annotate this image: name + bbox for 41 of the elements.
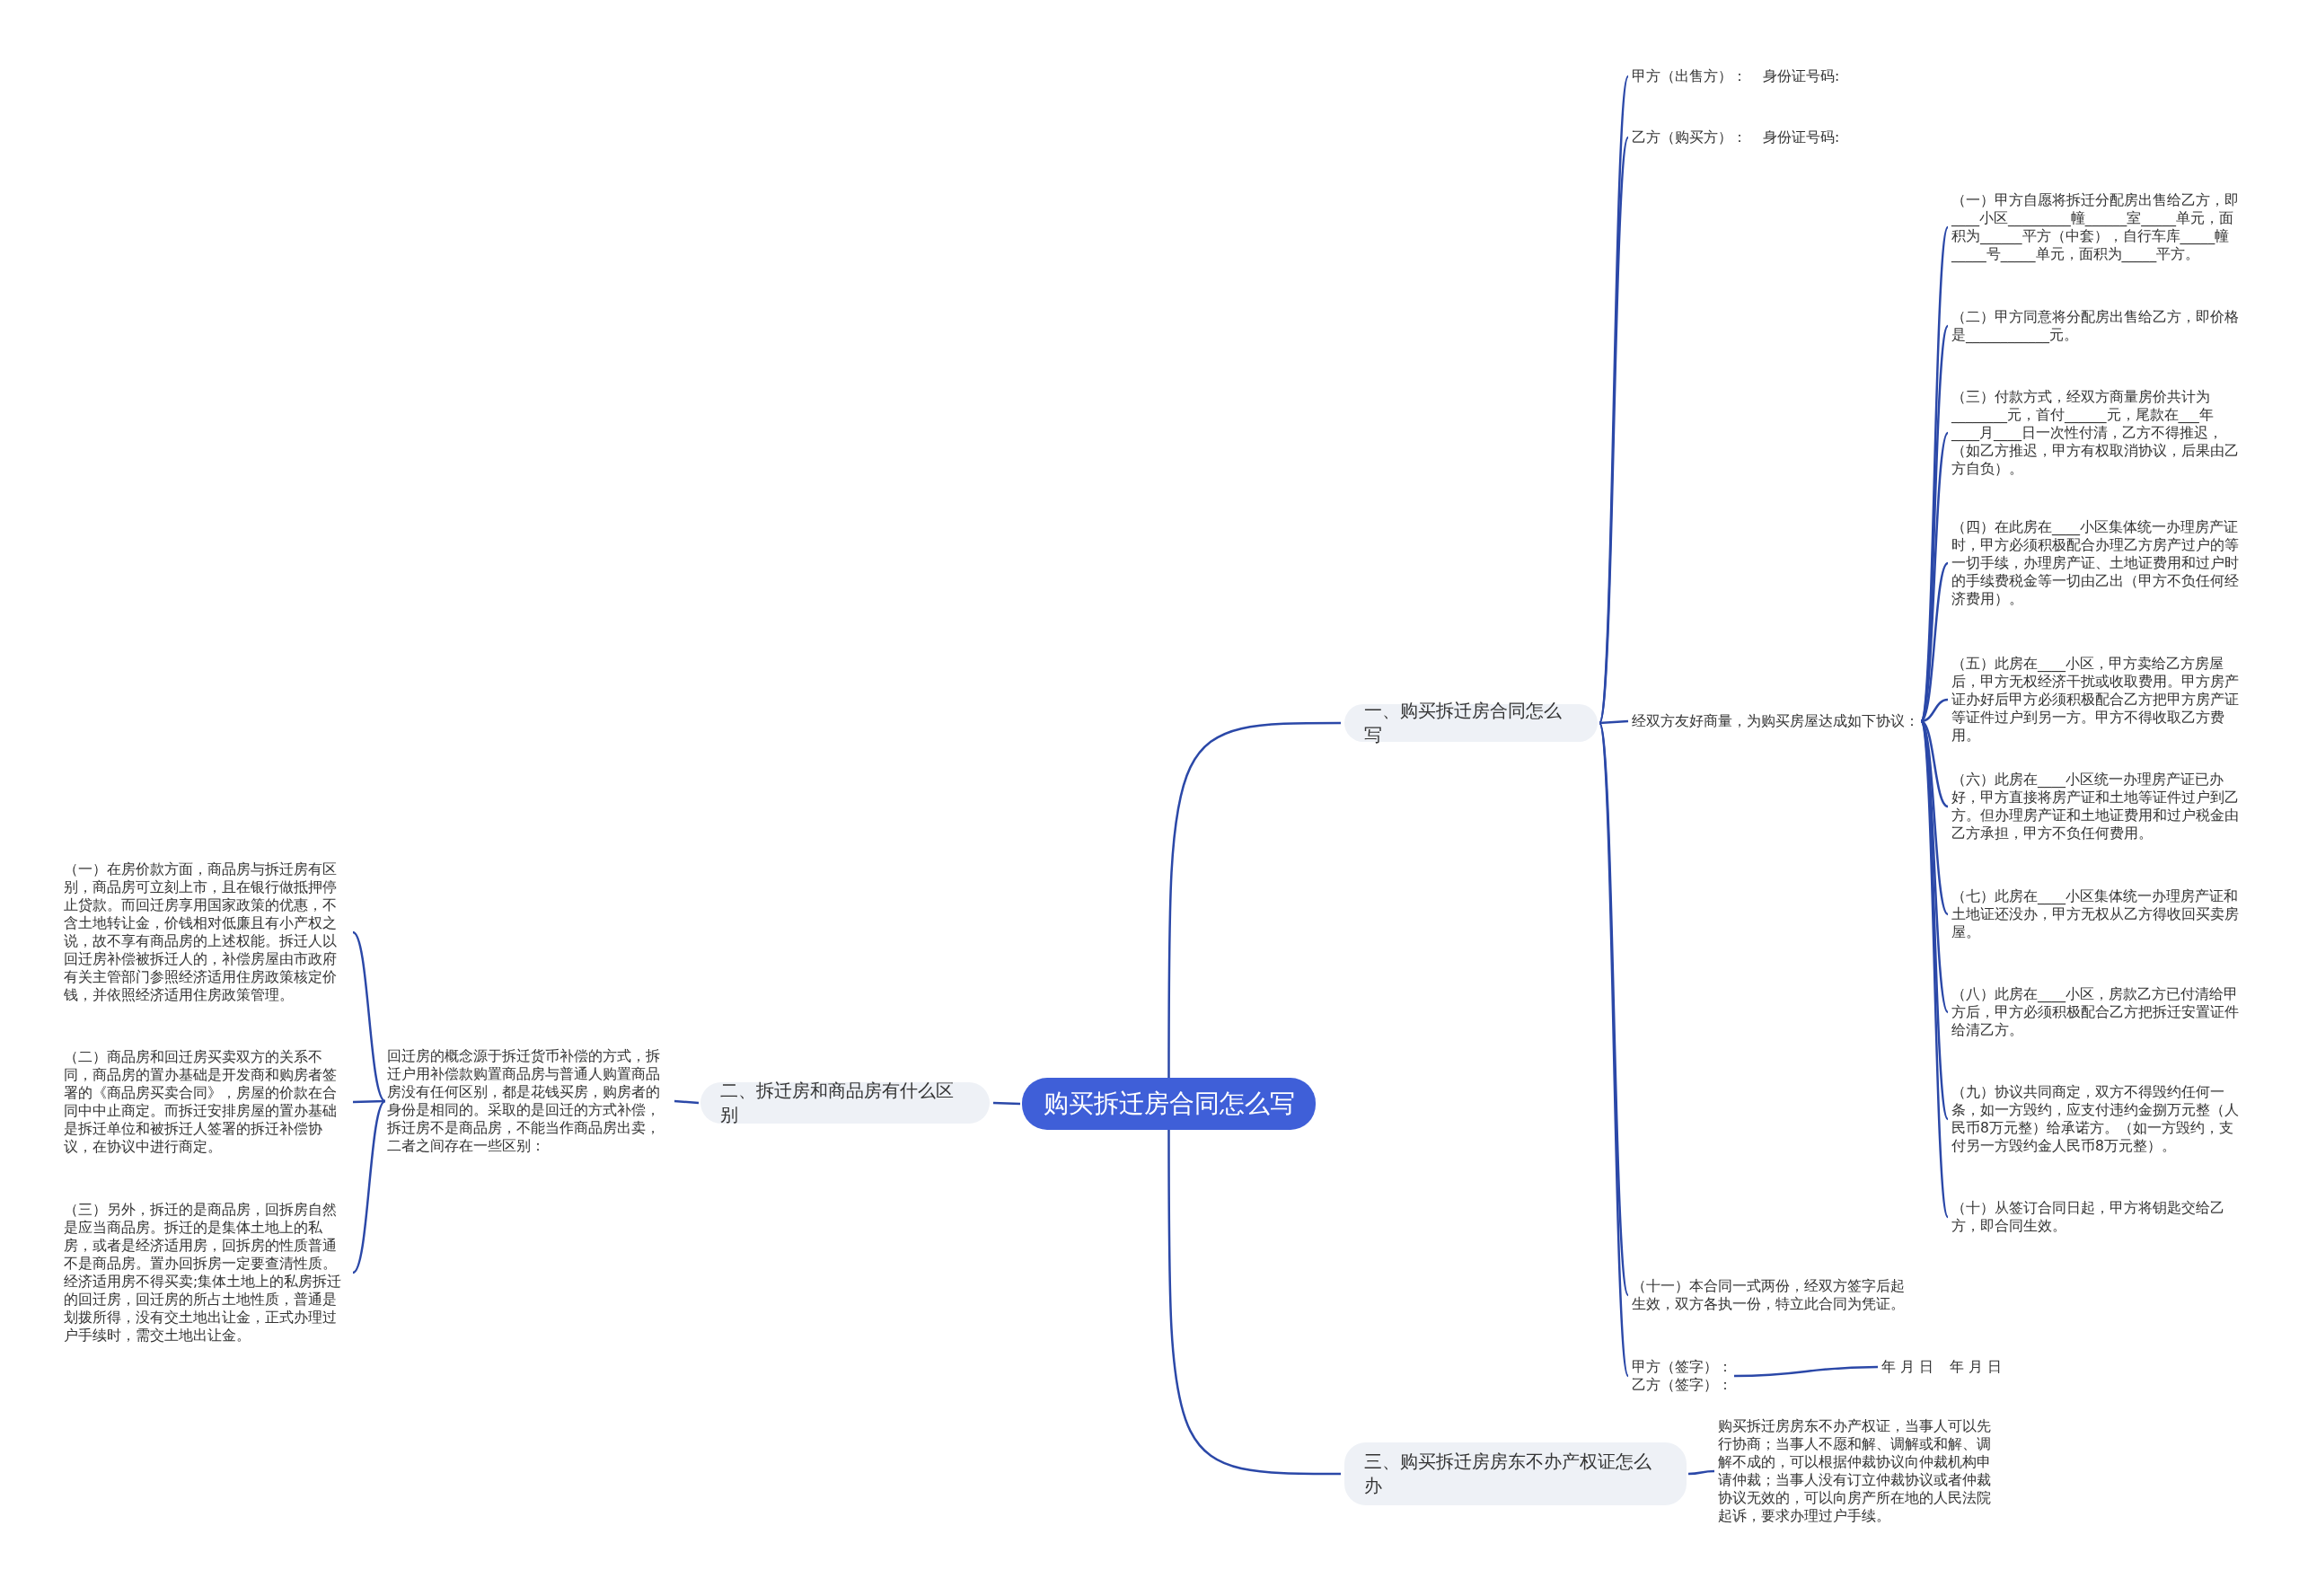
- connector-line: [1167, 721, 1341, 1078]
- connector-line: [1919, 720, 1950, 1218]
- topic-text: 经双方友好商量，为购买房屋达成如下协议：: [1632, 712, 1919, 730]
- connector-line: [674, 1099, 700, 1105]
- topic-text: 身份证号码:: [1763, 68, 1840, 84]
- connector-line: [1920, 698, 1949, 723]
- central-topic: 购买拆迁房合同怎么写: [1022, 1078, 1316, 1130]
- topic-text: （四）在此房在____小区集体统一办理房产证时，甲方必须积极配合办理乙方房产过户的等一切手续，办理房产证、土地证费用和过户时的手续费税金等一切由乙出（甲方不负任何经济费用）。: [1951, 518, 2241, 608]
- topic-text: （一）甲方自愿将拆迁分配房出售给乙方，即____小区_________幢______室_____单元，面积为______平方（中套），自行车库_____幢_____号_____单元，面积为_____平方。: [1951, 191, 2241, 263]
- branch-topic: 二、拆迁房和商品房有什么区别: [700, 1082, 990, 1124]
- connector-line: [352, 1099, 386, 1104]
- connector-line: [1687, 1469, 1715, 1476]
- topic-text: （六）此房在____小区统一办理房产证已办好，甲方直接将房产证和土地等证件过户到乙方。但办理房产证和土地证费用和过户税金由乙方承担，甲方不负任何费用。: [1951, 771, 2241, 842]
- topic-text: （七）此房在____小区集体统一办理房产证和土地证还没办，甲方无权从乙方得收回买卖房屋。: [1951, 887, 2241, 941]
- topic-text: （五）此房在____小区，甲方卖给乙方房屋后，甲方无权经济干扰或收取费用。甲方房产证办好后甲方必须积极配合乙方把甲方房产证等证件过户到另一方。甲方不得收取乙方费用。: [1951, 655, 2241, 745]
- topic-text: 甲方（签字）：: [1632, 1359, 1732, 1375]
- topic-text: 回迁房的概念源于拆迁货币补偿的方式，拆迁户用补偿款购置商品房与普通人购置商品房没有任何区别，都是花钱买房，购房者的身份是相同的。采取的是回迁的方式补偿，拆迁房不是商品房，不能当作商品房出卖，二者之间存在一些区别：: [387, 1047, 671, 1155]
- topic-text: 乙方（购买方）：: [1632, 129, 1747, 145]
- topic-text: 年 月 日: [1949, 1359, 2002, 1375]
- topic-text: （一）在房价款方面，商品房与拆迁房有区别，商品房可立刻上市，且在银行做抵押停止贷款。而回迁房享用国家政策的优惠，不含土地转让金，价钱相对低廉且有小产权之说，故不享有商品房的上述权能。拆迁人以回迁房补偿被拆迁人的，补偿房屋由市政府有关主管部门参照经济适用住房政策核定价钱，并依照经济适用住房政策管理。: [64, 860, 349, 1004]
- topic-text: （三）付款方式，经双方商量房价共计为________元，首付______元，尾款在___年____月____日一次性付清，乙方不得推迟，（如乙方推迟，甲方有权取消协议，后果由乙方自负）。: [1951, 388, 2241, 478]
- connector-line: [1920, 562, 1949, 722]
- topic-text: （二）甲方同意将分配房出售给乙方，即价格是____________元。: [1951, 308, 2241, 344]
- connector-line: [1599, 719, 1629, 725]
- topic-text: 年 月 日: [1881, 1359, 1933, 1375]
- connector-line: [1734, 1365, 1878, 1378]
- branch-topic: 三、购买拆迁房房东不办产权证怎么办: [1344, 1442, 1687, 1505]
- connector-line: [992, 1101, 1021, 1106]
- topic-text: 乙方（签字）：: [1632, 1377, 1732, 1393]
- topic-text: 身份证号码:: [1763, 129, 1840, 145]
- topic-text: （三）另外，拆迁的是商品房，回拆房自然是应当商品房。拆迁的是集体土地上的私房，或者是经济适用房，回拆房的性质普通不是商品房。置办回拆房一定要查清性质。经济适用房不得买卖;集体土地上的私房拆迁的回迁房，回迁房的所占土地性质，普通是划拨所得，没有交土地出让金，正式办理过户手续时，需交土地出让金。: [64, 1201, 349, 1345]
- topic-text: （八）此房在____小区，房款乙方已付清给甲方后，甲方必须积极配合乙方把拆迁安置证件给清乙方。: [1951, 985, 2241, 1039]
- topic-text: （二）商品房和回迁房买卖双方的关系不同，商品房的置办基础是开发商和购房者签署的《商品房买卖合同》，房屋的价款在合同中中止商定。而拆迁安排房屋的置办基础是拆迁单位和被拆迁人签署的拆迁补偿协议，在协议中进行商定。: [64, 1048, 349, 1156]
- topic-text: （九）协议共同商定，双方不得毁约任何一条，如一方毁约，应支付违约金捌万元整（人民币8万元整）给承诺方。（如一方毁约，支付另一方毁约金人民币8万元整）。: [1951, 1083, 2241, 1155]
- connector-line: [1167, 1130, 1341, 1476]
- topic-text: （十）从签订合同日起，甲方将钥匙交给乙方，即合同生效。: [1951, 1199, 2241, 1235]
- connector-line: [352, 1100, 386, 1274]
- connector-line: [352, 931, 386, 1102]
- topic-text: （十一）本合同一式两份，经双方签字后起生效，双方各执一份，特立此合同为凭证。: [1632, 1277, 1917, 1313]
- topic-text: 甲方（出售方）：: [1632, 68, 1747, 84]
- topic-text: 购买拆迁房房东不办产权证，当事人可以先行协商；当事人不愿和解、调解或和解、调解不成的，可以根据仲裁协议向仲裁机构申请仲裁；当事人没有订立仲裁协议或者仲裁协议无效的，可以向房产所在地的人民法院起诉，要求办理过户手续。: [1718, 1417, 2004, 1525]
